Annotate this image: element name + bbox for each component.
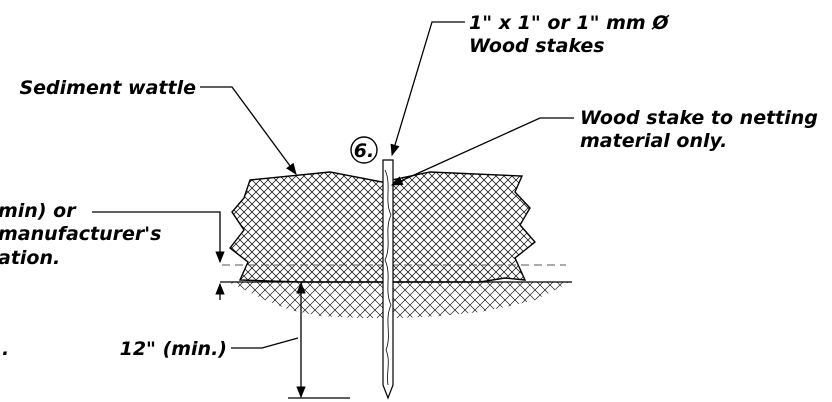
- stakes-label-line1: 1" x 1" or 1" mm Ø: [469, 12, 670, 34]
- wood-stake: [382, 159, 394, 400]
- ground-soil: [228, 282, 570, 318]
- depth-leader: [231, 337, 299, 349]
- callout-number: 6.: [354, 140, 374, 162]
- callout-6: 6.: [350, 136, 378, 164]
- wattle-label: Sediment wattle: [19, 77, 196, 99]
- left-label-line2: manufacturer's: [0, 223, 161, 245]
- netting-leader: [390, 117, 574, 186]
- stakes-label-line2: Wood stakes: [469, 35, 605, 57]
- left-label-line3: ation.: [0, 247, 60, 269]
- netting-label-line1: Wood stake to netting: [580, 107, 818, 129]
- wattle-leader: [200, 86, 297, 175]
- left-label-line1: min) or: [0, 200, 77, 222]
- depth-label: 12" (min.): [120, 338, 227, 360]
- netting-label-line2: material only.: [580, 130, 727, 152]
- height-leader: [92, 211, 225, 264]
- left-fragment: .: [2, 338, 9, 360]
- stakes-leader: [390, 21, 465, 157]
